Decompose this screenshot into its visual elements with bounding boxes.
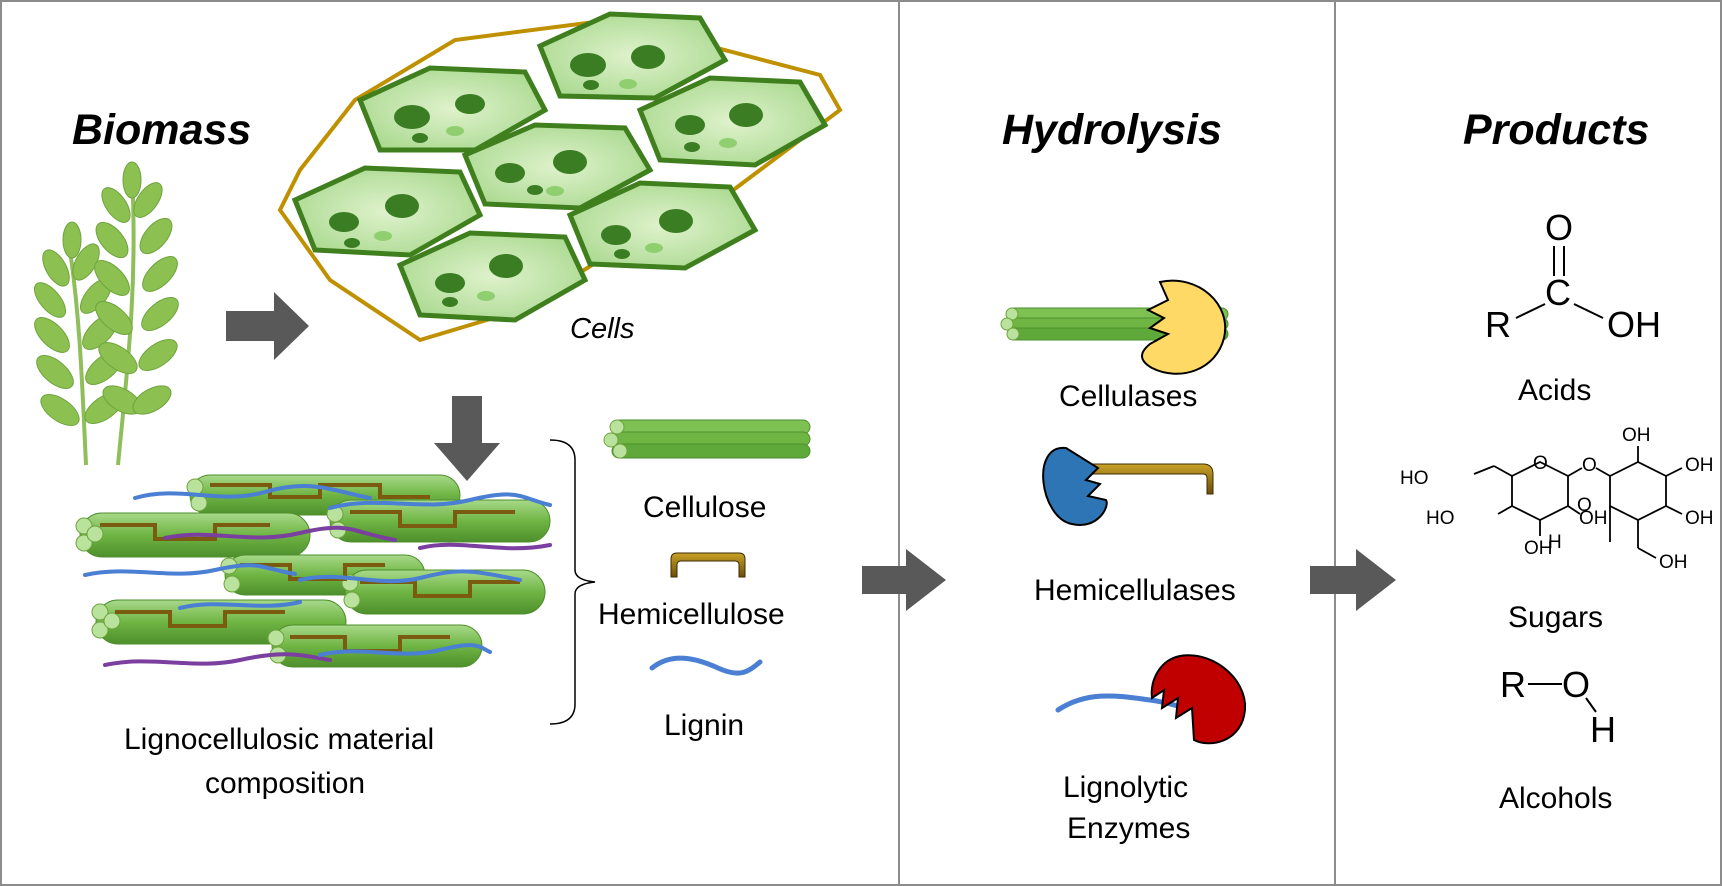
cells-label: Cells xyxy=(570,313,634,345)
svg-text:OH: OH xyxy=(1685,455,1714,476)
lignolytic-enzyme-icon xyxy=(1055,654,1247,745)
svg-text:OH: OH xyxy=(1685,508,1714,529)
svg-text:OH: OH xyxy=(1524,538,1553,559)
biomass-title: Biomass xyxy=(72,106,251,154)
svg-text:OH: OH xyxy=(1622,425,1651,446)
cellulose-label: Cellulose xyxy=(643,491,766,524)
svg-text:O: O xyxy=(1582,455,1597,476)
svg-text:O: O xyxy=(1533,453,1548,474)
svg-text:H: H xyxy=(1548,532,1562,553)
hemicellulose-icon xyxy=(670,552,746,578)
composition-bracket xyxy=(549,439,596,725)
svg-text:O: O xyxy=(1562,664,1590,705)
cellulases-label: Cellulases xyxy=(1059,380,1197,413)
arrow-to-products xyxy=(1310,549,1396,611)
arrow-to-hydrolysis xyxy=(862,549,946,611)
acids-label: Acids xyxy=(1518,374,1591,407)
svg-text:H: H xyxy=(1590,709,1616,750)
arrow-to-cells xyxy=(226,292,309,360)
lignocellulosic-fibers-illustration xyxy=(75,474,552,668)
material-caption-line2: composition xyxy=(205,767,365,800)
sugars-label: Sugars xyxy=(1508,601,1603,634)
lignin-icon xyxy=(649,655,763,676)
alcohols-label: Alcohols xyxy=(1499,782,1612,815)
products-title: Products xyxy=(1463,106,1649,154)
svg-text:HO: HO xyxy=(1400,468,1429,489)
disaccharide-structure: HO O O OH OH HO OH O OH OH H OH xyxy=(1400,425,1714,573)
cellulose-icon xyxy=(603,419,811,459)
carboxylic-acid-structure: O C R OH xyxy=(1485,207,1661,345)
svg-text:HO: HO xyxy=(1426,508,1455,529)
svg-text:O: O xyxy=(1545,207,1573,248)
hydrolysis-title: Hydrolysis xyxy=(1002,106,1222,154)
arrow-down-to-fibers xyxy=(434,396,500,481)
lignin-label: Lignin xyxy=(664,709,744,742)
svg-text:R: R xyxy=(1485,304,1511,345)
svg-text:C: C xyxy=(1545,272,1571,313)
plant-illustration xyxy=(33,161,179,466)
lignolytic-label-line1: Lignolytic xyxy=(1063,771,1188,804)
svg-text:O: O xyxy=(1577,495,1592,516)
alcohol-structure: R O H xyxy=(1500,664,1616,750)
plant-cells-illustration xyxy=(277,11,843,343)
hemicellulase-icon xyxy=(1042,446,1214,526)
svg-text:R: R xyxy=(1500,664,1526,705)
svg-text:OH: OH xyxy=(1659,552,1688,573)
svg-text:OH: OH xyxy=(1607,304,1661,345)
svg-text:OH: OH xyxy=(1579,508,1608,529)
hemicellulose-label: Hemicellulose xyxy=(598,598,785,631)
cellulase-icon xyxy=(1000,279,1229,375)
material-caption-line1: Lignocellulosic material xyxy=(124,723,434,756)
hemicellulases-label: Hemicellulases xyxy=(1034,574,1236,607)
lignolytic-label-line2: Enzymes xyxy=(1067,812,1190,845)
